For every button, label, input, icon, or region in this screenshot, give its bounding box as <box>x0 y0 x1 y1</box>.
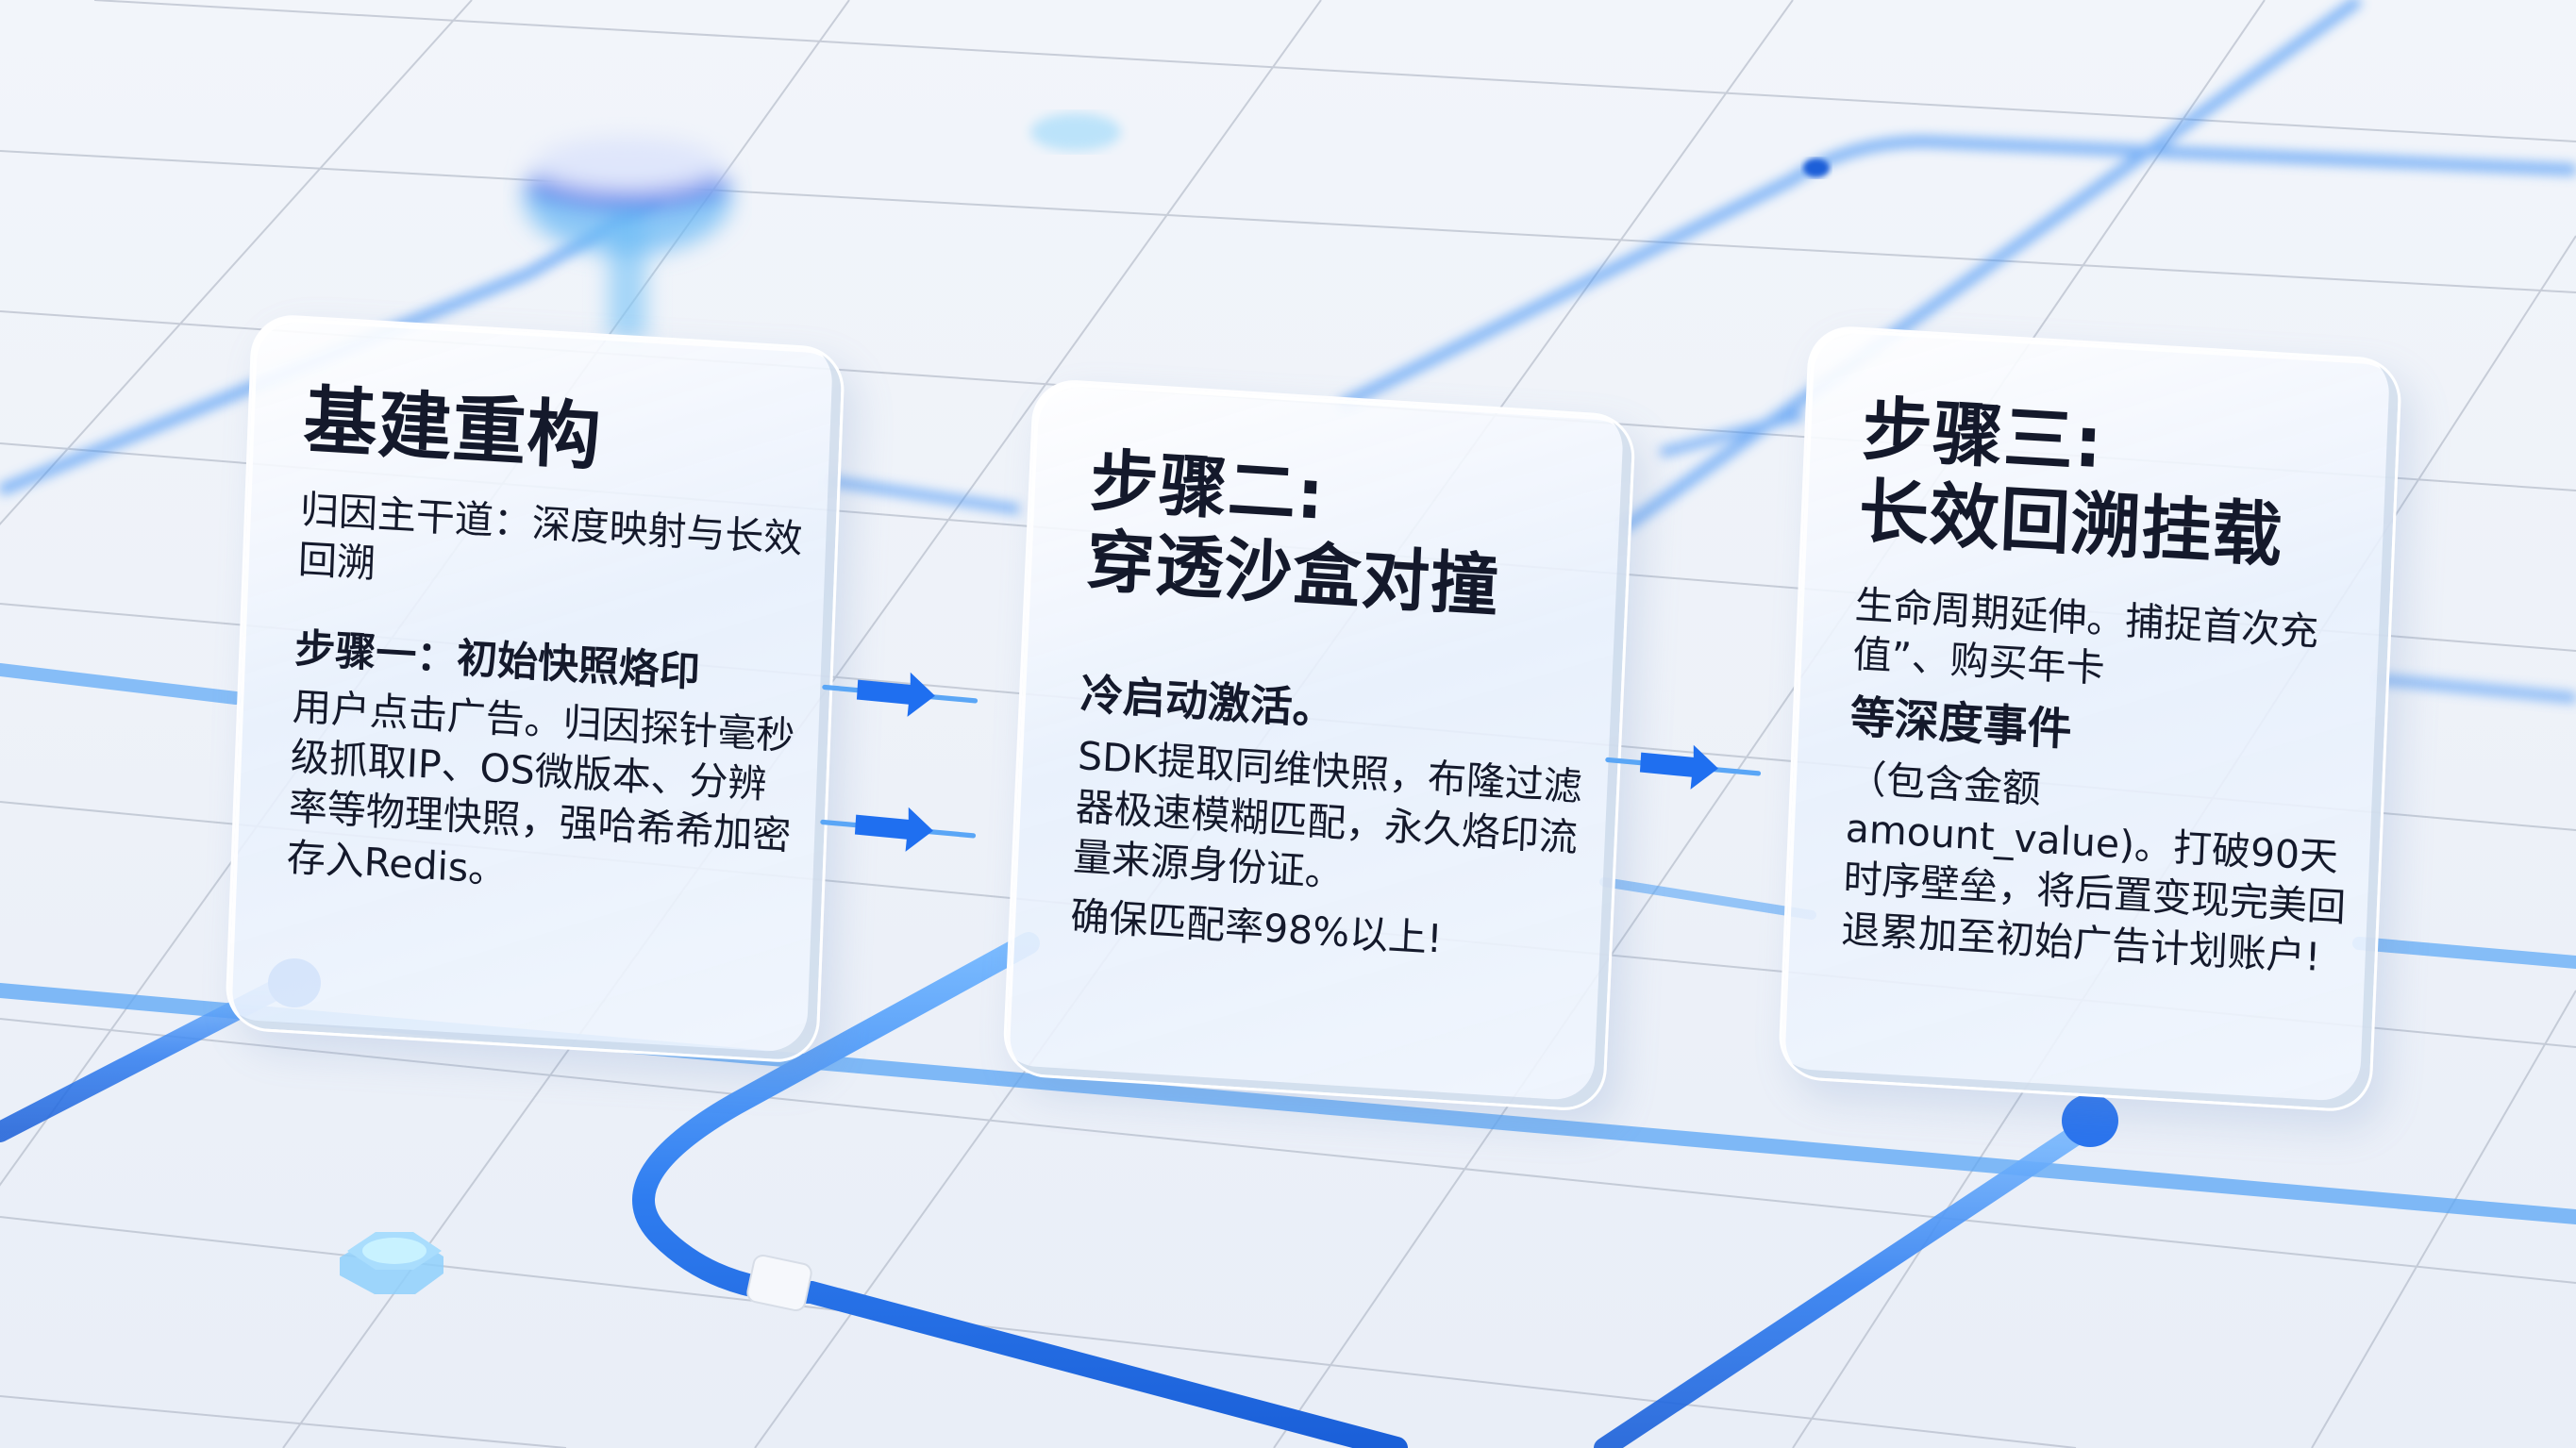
step-card-lookback: 步骤三: 长效回溯挂载 生命周期延伸。捕捉首次充值”、购买年卡 等深度事件 （包… <box>1777 324 2403 1114</box>
pedestal-node-icon <box>524 137 731 340</box>
card-title: 基建重构 <box>301 378 603 481</box>
card-body: （包含金额amount_value)。打破90天时序壁垒，将后置变现完美回退累加… <box>1840 755 2347 980</box>
card-subtitle: 生命周期延伸。捕捉首次充值”、购买年卡 <box>1851 581 2320 691</box>
card-subtitle: 归因主干道：深度映射与长效回溯 <box>297 486 804 587</box>
background-tubes <box>0 0 2576 703</box>
arrow-right-icon <box>822 672 979 717</box>
hexagon-node-icon <box>340 1232 443 1294</box>
card-body: SDK提取同维快照，布隆过滤器极速模糊匹配，永久烙印流量来源身份证。 <box>1072 733 1583 896</box>
hexagon-node-icon <box>1030 113 1121 151</box>
tube-connector-icon <box>746 158 1830 1312</box>
arrow-right-icon <box>820 807 977 852</box>
step-card-sandbox: 步骤二: 穿透沙盒对撞 冷启动激活。 SDK提取同维快照，布隆过滤器极速模糊匹配… <box>1001 377 1637 1113</box>
arrow-right-icon <box>1605 744 1762 790</box>
step-card-foundation: 基建重构 归因主干道：深度映射与长效回溯 步骤一：初始快照烙印 用户点击广告。归… <box>224 312 846 1065</box>
card-body: 用户点击广告。归因探针毫秒级抓取IP、OS微版本、分辨率等物理快照，强哈希希加密… <box>286 683 796 893</box>
